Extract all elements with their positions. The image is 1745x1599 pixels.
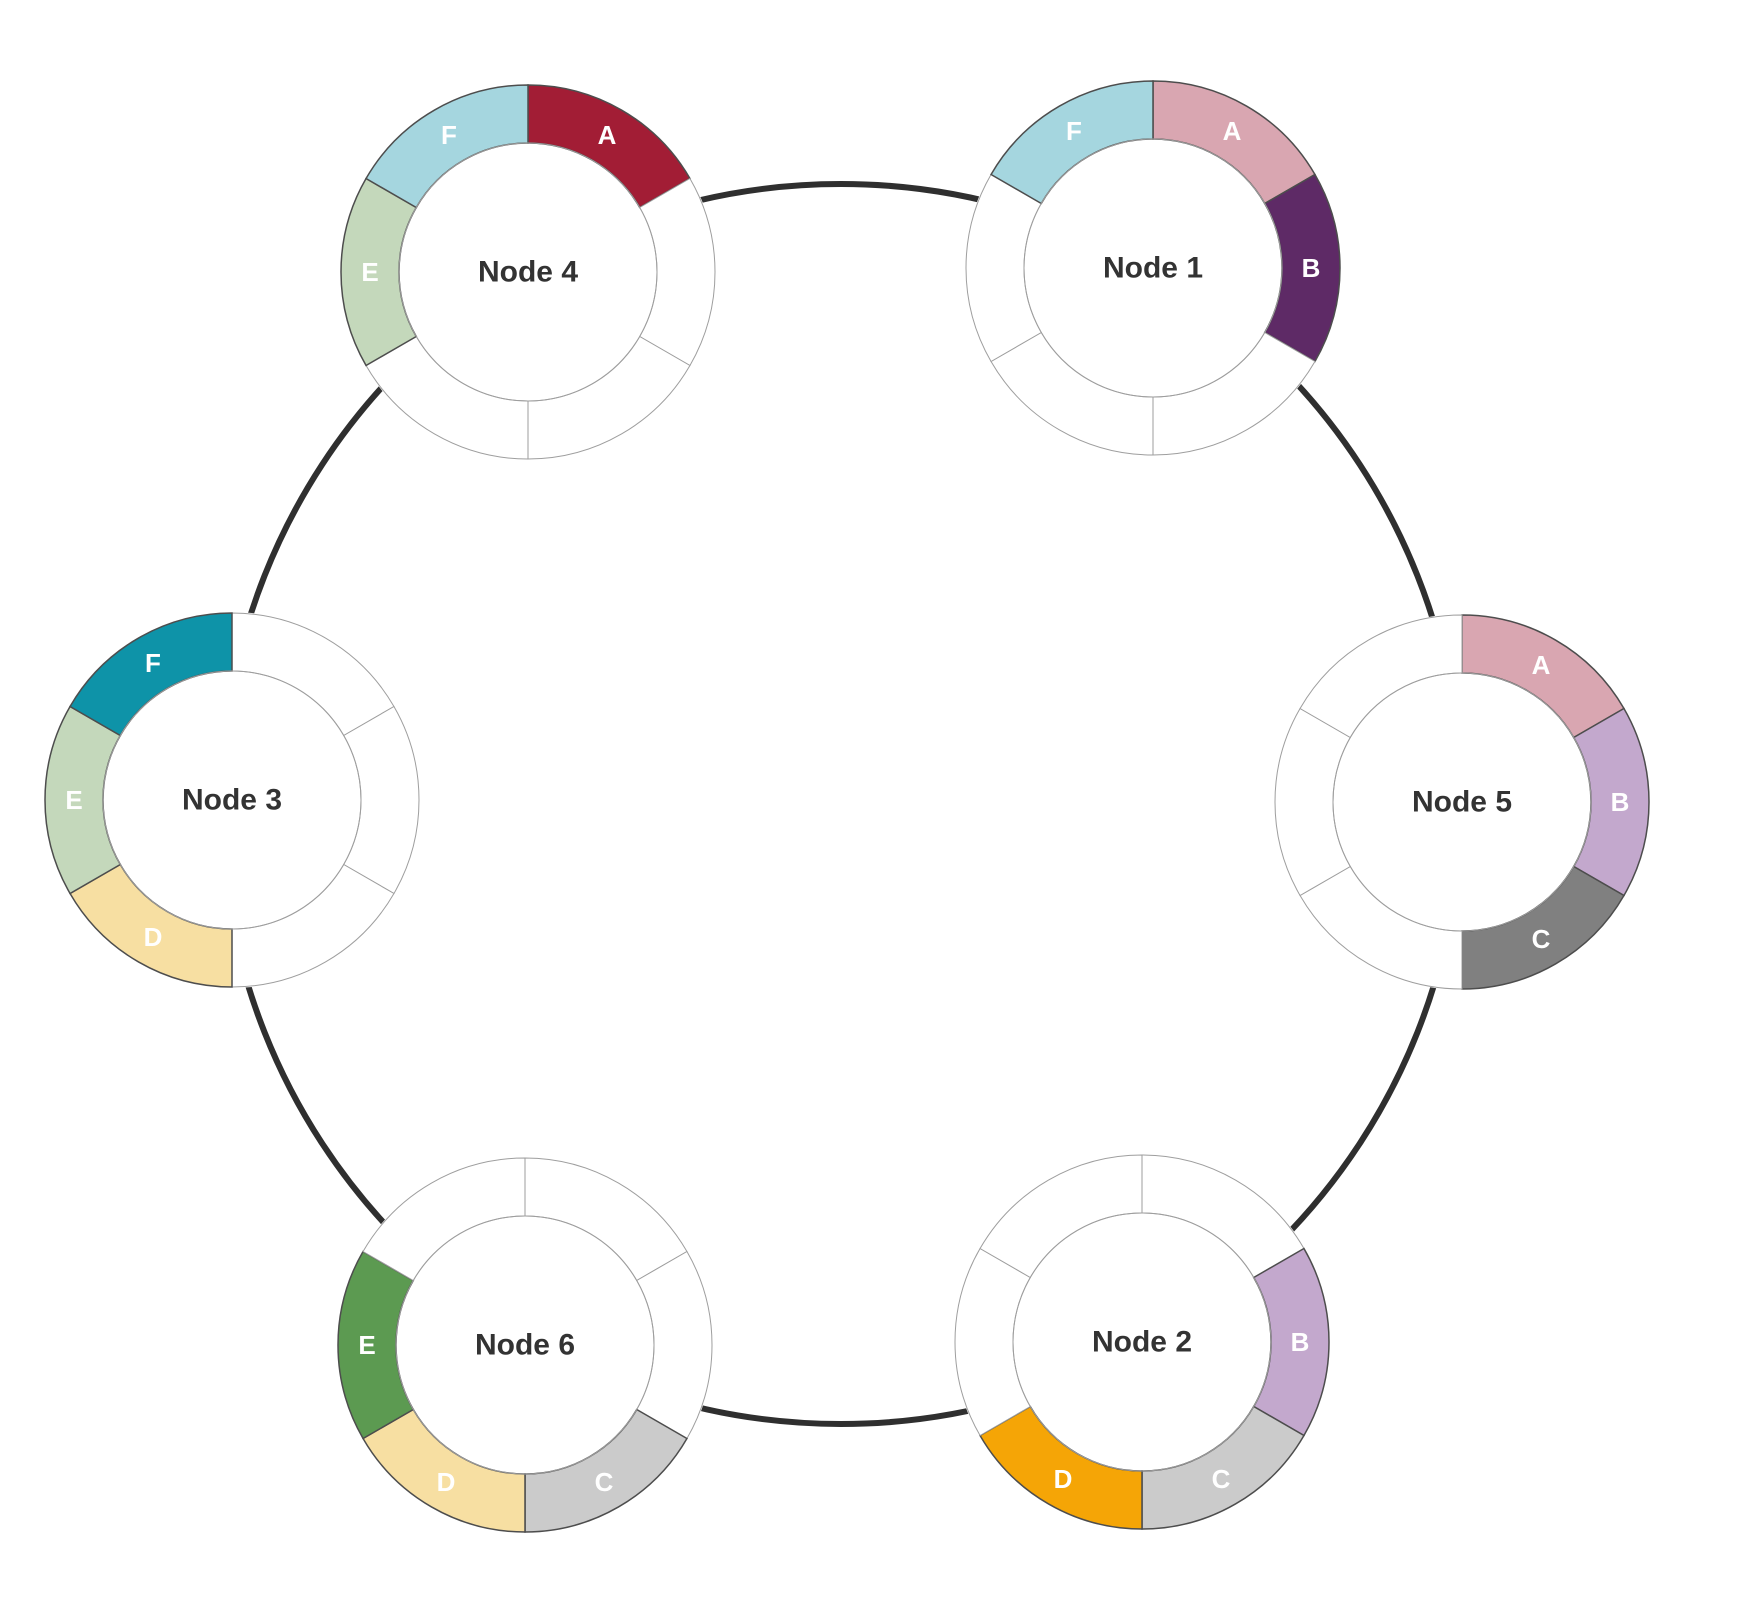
node-6[interactable]: C D E Node 6 (337, 1157, 713, 1533)
node-1-segment-label-a: A (1223, 116, 1242, 146)
node-2-inner-border (1012, 1212, 1272, 1472)
node-1-segment-label-f: F (1066, 116, 1082, 146)
node-2-segment-label-b: B (1291, 1327, 1310, 1357)
node-4[interactable]: A E F Node 4 (340, 84, 716, 460)
node-5[interactable]: A B C Node 5 (1274, 614, 1650, 990)
node-4-label: Node 4 (478, 256, 578, 289)
node-3-segment-label-e: E (65, 785, 82, 815)
node-3-inner-border (102, 670, 362, 930)
node-5-segment-label-c: C (1532, 924, 1551, 954)
node-3-label: Node 3 (182, 784, 282, 817)
node-6-segment-label-e: E (358, 1330, 375, 1360)
node-1-segment-label-b: B (1302, 253, 1321, 283)
node-1-label: Node 1 (1103, 252, 1203, 285)
node-5-segment-label-b: B (1611, 787, 1630, 817)
node-2-segment-label-d: D (1054, 1464, 1073, 1494)
node-5-label: Node 5 (1412, 786, 1512, 819)
node-2[interactable]: B C D Node 2 (954, 1154, 1330, 1530)
node-1[interactable]: A B F Node 1 (965, 80, 1341, 456)
node-4-inner-border (398, 142, 658, 402)
node-4-segment-label-f: F (441, 120, 457, 150)
node-5-inner-border (1332, 672, 1592, 932)
node-3-segment-label-f: F (145, 648, 161, 678)
node-6-inner-border (395, 1215, 655, 1475)
node-3-segment-label-d: D (144, 922, 163, 952)
node-5-segment-label-a: A (1532, 650, 1551, 680)
node-4-segment-label-a: A (598, 120, 617, 150)
node-2-label: Node 2 (1092, 1326, 1192, 1359)
node-4-segment-label-e: E (361, 257, 378, 287)
node-6-segment-label-c: C (595, 1467, 614, 1497)
node-6-label: Node 6 (475, 1329, 575, 1362)
node-3[interactable]: D E F Node 3 (44, 612, 420, 988)
node-1-inner-border (1023, 138, 1283, 398)
node-6-segment-label-d: D (437, 1467, 456, 1497)
node-2-segment-label-c: C (1212, 1464, 1231, 1494)
